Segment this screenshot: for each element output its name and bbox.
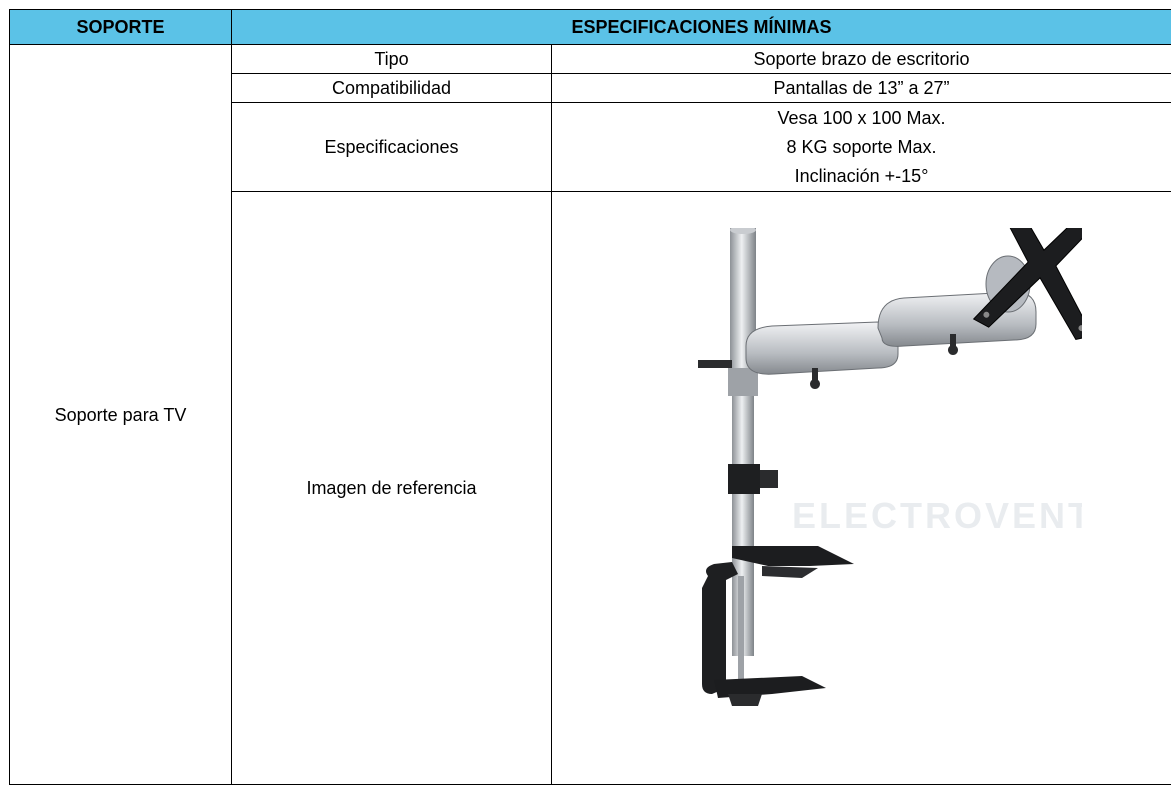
- spec-line-peso: 8 KG soporte Max.: [786, 136, 937, 157]
- reference-image-cell: ELECTROVENTAS: [551, 191, 1171, 785]
- table-row: Especificaciones Vesa 100 x 100 Max. 8 K…: [10, 102, 1171, 192]
- monitor-arm-icon: ELECTROVENTAS: [697, 228, 1082, 706]
- spec-table: SOPORTE ESPECIFICACIONES MÍNIMAS Soporte…: [9, 9, 1171, 785]
- row-label-tipo: Tipo: [231, 44, 552, 74]
- spec-line-vesa: Vesa 100 x 100 Max.: [777, 107, 946, 128]
- row-label-imagen: Imagen de referencia: [231, 191, 552, 785]
- row-value-tipo: Soporte brazo de escritorio: [551, 44, 1171, 74]
- row-label-especificaciones: Especificaciones: [231, 102, 552, 192]
- table-row: Soporte para TV Tipo Soporte brazo de es…: [9, 44, 1171, 785]
- table-row: Imagen de referencia: [10, 191, 1171, 785]
- row-value-compatibilidad: Pantallas de 13” a 27”: [551, 73, 1171, 103]
- table-row: Compatibilidad Pantallas de 13” a 27”: [10, 73, 1171, 103]
- watermark-text: ELECTROVENTAS: [792, 495, 1082, 536]
- category-cell: Soporte para TV: [9, 44, 232, 785]
- header-especificaciones: ESPECIFICACIONES MÍNIMAS: [231, 9, 1171, 45]
- header-row: SOPORTE ESPECIFICACIONES MÍNIMAS: [9, 9, 1171, 45]
- header-soporte: SOPORTE: [9, 9, 232, 45]
- row-label-compatibilidad: Compatibilidad: [231, 73, 552, 103]
- spec-sheet: SOPORTE ESPECIFICACIONES MÍNIMAS Soporte…: [9, 9, 1171, 785]
- spec-line-inclinacion: Inclinación +-15°: [794, 165, 929, 186]
- row-value-especificaciones: Vesa 100 x 100 Max. 8 KG soporte Max. In…: [551, 102, 1171, 192]
